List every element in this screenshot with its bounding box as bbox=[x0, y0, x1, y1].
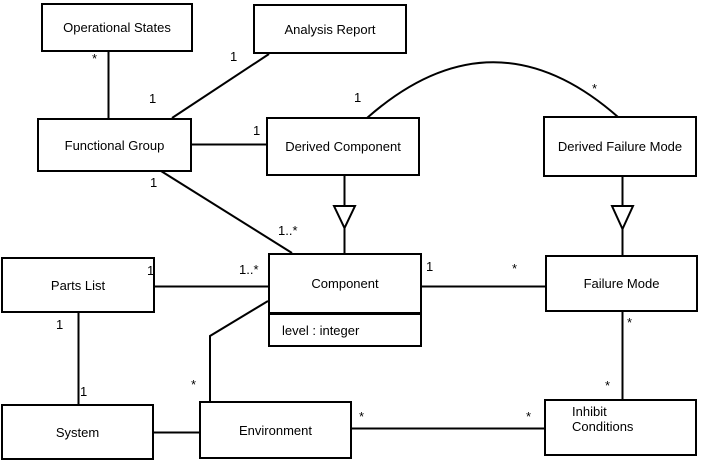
multiplicity-fg-end-of-component-line: 1 bbox=[150, 175, 158, 190]
multiplicity-dfm-end-of-arc: * bbox=[592, 81, 598, 96]
multiplicity-ar-end: 1 bbox=[230, 49, 238, 64]
generalization-arrow-derived-component bbox=[332, 205, 357, 231]
class-system: System bbox=[1, 404, 154, 460]
class-label: Environment bbox=[239, 422, 312, 438]
multiplicity-env-end-of-ic-line: * bbox=[359, 409, 365, 424]
multiplicity-fm-end-of-ic-line: * bbox=[627, 315, 633, 330]
class-label: Failure Mode bbox=[583, 276, 660, 291]
multiplicity-system-end-of-pl-line: 1 bbox=[80, 384, 88, 399]
multiplicity-fg-end-of-ar-line: 1 bbox=[149, 91, 157, 106]
class-component: Component level : integer bbox=[268, 253, 422, 347]
multiplicity-dc-end-of-arc: 1 bbox=[354, 90, 362, 105]
class-derived-component: Derived Component bbox=[266, 117, 420, 176]
class-inhibit-conditions: Inhibit Conditions bbox=[544, 399, 697, 456]
multiplicity-dc-end-of-fg-line: 1 bbox=[253, 123, 261, 138]
class-label: System bbox=[55, 424, 100, 440]
class-environment: Environment bbox=[199, 401, 352, 459]
multiplicity-component-end-of-fm-line: 1 bbox=[426, 259, 434, 274]
association-functional-group-component bbox=[160, 170, 293, 254]
multiplicity-env-end-of-component-line: * bbox=[191, 377, 197, 392]
class-label: Derived Component bbox=[285, 139, 401, 154]
class-label: Operational States bbox=[63, 20, 171, 35]
class-label: Inhibit Conditions bbox=[572, 404, 634, 434]
class-attribute: level : integer bbox=[282, 322, 360, 338]
multiplicity-fm-end-of-component-line: * bbox=[512, 261, 518, 276]
class-failure-mode: Failure Mode bbox=[545, 255, 698, 312]
multiplicity-ic-end-of-fm-line: * bbox=[605, 378, 611, 393]
class-label: Analysis Report bbox=[284, 21, 376, 37]
class-attribute-compartment: level : integer bbox=[270, 315, 420, 345]
association-environment-component bbox=[209, 300, 269, 402]
class-label: Derived Failure Mode bbox=[557, 139, 683, 154]
class-name-compartment: Component bbox=[270, 255, 420, 315]
multiplicity-os-end: * bbox=[92, 51, 98, 66]
multiplicity-pl-end-of-system-line: 1 bbox=[56, 317, 64, 332]
multiplicity-component-end-of-pl-line: 1..* bbox=[239, 262, 259, 277]
class-derived-failure-mode: Derived Failure Mode bbox=[543, 116, 697, 177]
multiplicity-ic-end-of-env-line: * bbox=[526, 409, 532, 424]
association-derived-component-derived-failure-mode-arc bbox=[366, 61, 619, 119]
class-parts-list: Parts List bbox=[1, 257, 155, 313]
class-label: Component bbox=[311, 276, 379, 291]
class-functional-group: Functional Group bbox=[37, 118, 192, 172]
multiplicity-component-end-of-fg-line: 1..* bbox=[278, 223, 298, 238]
class-operational-states: Operational States bbox=[41, 3, 193, 52]
class-label: Functional Group bbox=[64, 137, 165, 153]
class-label: Parts List bbox=[50, 277, 106, 293]
association-analysis-report-functional-group bbox=[171, 53, 270, 119]
class-analysis-report: Analysis Report bbox=[253, 4, 407, 54]
generalization-arrow-derived-failure-mode bbox=[610, 205, 635, 232]
multiplicity-pl-end-of-component-line: 1 bbox=[147, 263, 155, 278]
